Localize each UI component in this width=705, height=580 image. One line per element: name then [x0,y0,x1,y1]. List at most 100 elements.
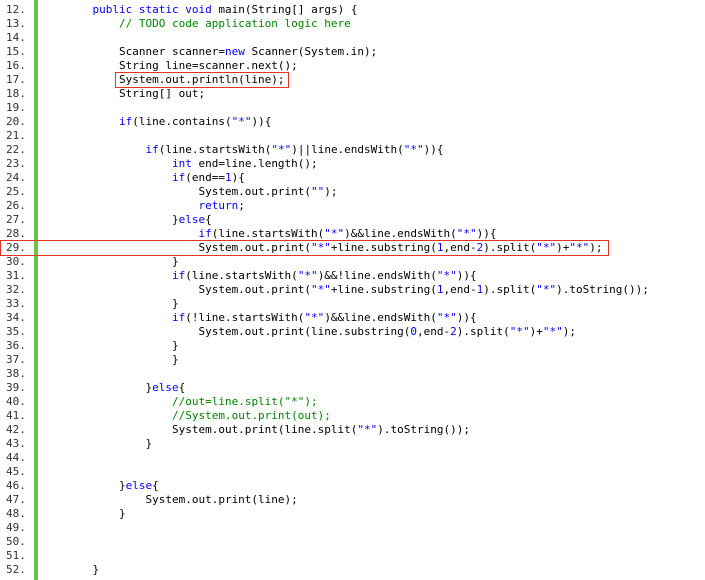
code-token: Scanner(System.in); [244,45,378,58]
code-token: ).toString()); [377,423,470,436]
code-token [66,157,172,170]
code-line: } [66,563,99,577]
line-number: 42. [6,423,26,436]
code-token: "*" [324,227,345,240]
code-token [66,409,172,422]
code-token: "*" [436,269,457,282]
code-token: } [66,507,126,520]
code-token: } [66,297,179,310]
code-line: System.out.print(line.split("*").toStrin… [66,423,470,437]
code-token: String line=scanner.next(); [66,59,298,72]
code-token: "*" [536,241,557,254]
code-token: 1 [224,171,232,184]
line-number: 23. [6,157,26,170]
line-number: 40. [6,395,26,408]
code-token: } [66,479,126,492]
code-line: if(line.contains("*")){ [66,115,271,129]
line-number: 17. [6,73,26,86]
code-token: System.out.print( [66,241,312,254]
code-line: if(line.startsWith( "*")&&!line.endsWith(… [66,269,477,283]
code-line: //System.out.print(out); [66,409,331,423]
code-token: "*" [403,143,424,156]
code-line: } [66,353,179,367]
line-number: 18. [6,87,26,100]
code-token: (line.startsWith( [185,269,298,282]
code-token: if [171,269,186,282]
code-token: ); [589,241,603,254]
code-token: { [152,479,159,492]
code-token: System.out.print( [66,185,312,198]
line-number: 26. [6,199,26,212]
code-token: )&&line.endsWith( [344,227,457,240]
code-token: )&&!line.endsWith( [317,269,437,282]
code-token: { [178,381,186,394]
code-token: )){ [476,227,497,240]
code-line: if(line.startsWith("*")||line.endsWith("… [66,143,443,157]
code-token: ,end- [443,283,477,296]
code-line: if(!line.startsWith("*")&&line.endsWith(… [66,311,477,325]
code-token: "*" [456,227,477,240]
code-token: ,end- [443,241,477,254]
code-token: ); [562,325,576,338]
code-line: } [66,507,126,521]
line-number: 33. [6,297,26,310]
code-token: System.out.print(line); [66,493,298,506]
code-token: "*" [436,311,457,324]
line-number: 20. [6,115,26,128]
line-number: 39. [6,381,26,394]
code-token: if [198,227,212,240]
line-number: 32. [6,283,26,296]
line-number: 38. [6,367,26,380]
code-token: new [224,45,245,58]
line-number: 28. [6,227,26,240]
code-token: 0 [410,325,417,338]
line-number: 52. [6,563,26,576]
line-number: 46. [6,479,26,492]
code-token: ).split( [483,283,537,296]
code-token: } [66,339,179,352]
code-token: return [198,199,239,212]
code-line: Scanner scanner=new Scanner(System.in); [66,45,377,59]
code-line: // TODO code application logic here [66,17,351,31]
code-token: if [171,311,186,324]
line-number: 43. [6,437,26,450]
line-number: 47. [6,493,26,506]
code-token: } [66,255,179,268]
line-number: 34. [6,311,26,324]
code-token: if [171,171,186,184]
code-token: )+ [529,325,543,338]
code-token: } [66,437,153,450]
code-token: +line.substring( [330,241,437,254]
code-token: Scanner scanner= [66,45,225,58]
code-token: System.out.println(line); [66,73,285,86]
code-token: "*" [304,311,325,324]
code-token: )&&line.endsWith( [324,311,437,324]
code-token: } [66,213,179,226]
code-token: static [138,3,179,16]
code-token: (line.startsWith( [211,227,325,240]
code-line: String[] out; [66,87,205,101]
gutter-divider [34,0,38,580]
code-line: }else{ [66,479,159,493]
code-token: } [66,563,100,576]
code-token: ); [324,185,338,198]
code-token: "*" [536,283,557,296]
code-token: )+ [556,241,570,254]
code-token: (end== [185,171,225,184]
code-line: }else{ [66,213,212,227]
code-line: public static void main(String[] args) { [66,3,358,17]
line-number: 49. [6,521,26,534]
code-token [66,171,172,184]
line-number: 24. [6,171,26,184]
code-line: int end=line.length(); [66,157,318,171]
code-token: "*" [542,325,563,338]
code-token: System.out.print( [66,283,312,296]
code-token: )){ [251,115,272,128]
line-number: 27. [6,213,26,226]
code-line: return; [66,199,244,213]
code-line: if(line.startsWith("*")&&line.endsWith("… [66,227,497,241]
code-token: +line.substring( [330,283,437,296]
code-token: "*" [509,325,530,338]
code-token: "*" [311,283,331,296]
